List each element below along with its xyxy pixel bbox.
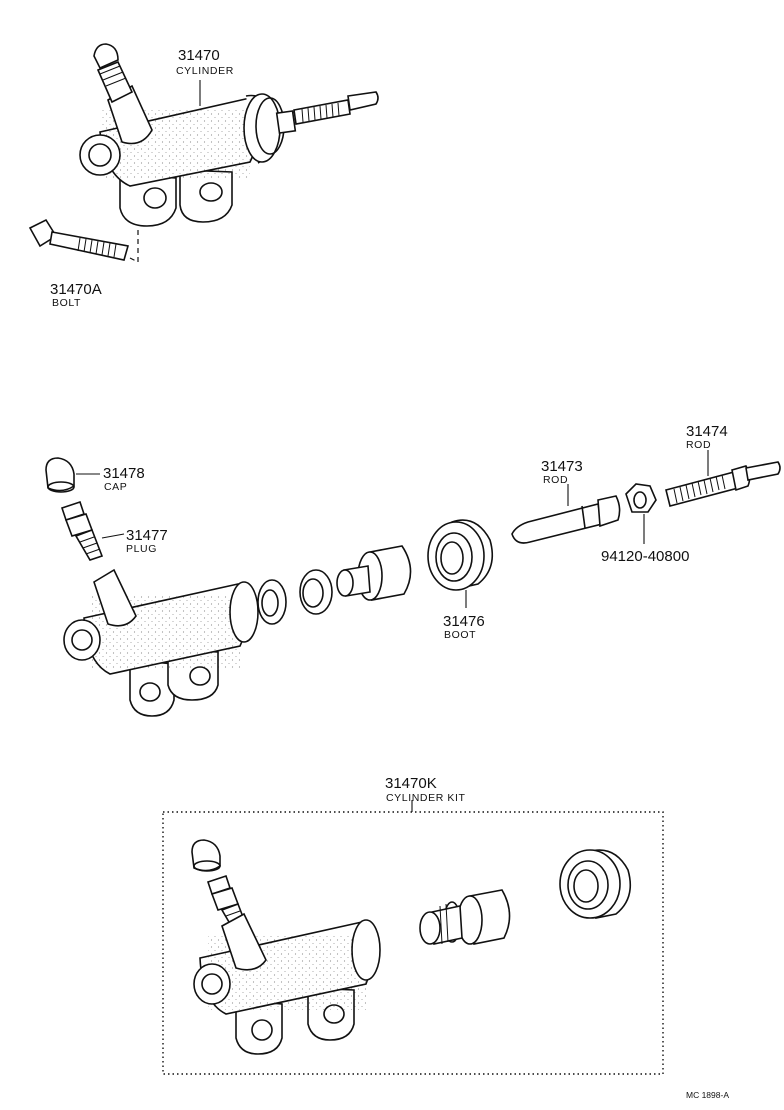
plug-number: 31477 bbox=[126, 527, 168, 544]
kit-boot bbox=[559, 849, 632, 919]
fluid-port bbox=[79, 134, 121, 176]
mounting-ear-front bbox=[129, 659, 175, 717]
bolt-name: BOLT bbox=[52, 297, 81, 309]
rod-name: ROD bbox=[686, 439, 711, 451]
bleeder-boss bbox=[93, 568, 137, 627]
ear-hole bbox=[199, 182, 223, 202]
kit-number: 31470K bbox=[385, 775, 437, 792]
bolt-dash-guide bbox=[129, 226, 139, 263]
push-rod-end bbox=[347, 91, 379, 111]
mounting-ear-front bbox=[235, 999, 283, 1055]
cylinder-number: 31470 bbox=[178, 47, 220, 64]
bolt-number: 31470A bbox=[50, 281, 102, 298]
boot-name: BOOT bbox=[444, 629, 476, 641]
boot-number: 31476 bbox=[443, 613, 485, 630]
kit-piston bbox=[419, 889, 511, 945]
boot-part bbox=[427, 519, 494, 591]
bleeder-boss bbox=[107, 84, 153, 145]
cap-part bbox=[45, 457, 75, 492]
ear-hole bbox=[143, 187, 167, 209]
plug-part bbox=[60, 500, 104, 561]
piston-seal bbox=[299, 569, 333, 615]
rod-small-part bbox=[511, 495, 621, 544]
rod-number: 31474 bbox=[686, 423, 728, 440]
rod-small-number: 31473 bbox=[541, 458, 583, 475]
cap-number: 31478 bbox=[103, 465, 145, 482]
plug-name: PLUG bbox=[126, 543, 157, 555]
rod-part bbox=[665, 461, 781, 507]
kit-name: CYLINDER KIT bbox=[386, 792, 466, 804]
cylinder-name: CYLINDER bbox=[176, 65, 234, 77]
nut-number: 94120-40800 bbox=[601, 548, 689, 565]
bleeder-cap bbox=[93, 43, 119, 70]
mounting-ear-rear bbox=[179, 169, 233, 223]
mounting-ear-front bbox=[119, 174, 177, 227]
bleeder-boss bbox=[221, 912, 267, 971]
body-flange bbox=[351, 919, 381, 981]
push-rod-thread bbox=[293, 99, 351, 125]
fluid-port bbox=[193, 963, 231, 1005]
rod-small-name: ROD bbox=[543, 474, 568, 486]
kit-cap bbox=[191, 839, 221, 872]
piston bbox=[336, 545, 412, 601]
cylinder-kit bbox=[162, 800, 664, 1075]
nut-part bbox=[625, 483, 657, 513]
cap-name: CAP bbox=[104, 481, 127, 493]
bolt bbox=[28, 218, 130, 261]
kit-boundary bbox=[162, 811, 664, 1075]
assembled-cylinder bbox=[28, 43, 379, 263]
figure-code: MC 1898-A bbox=[686, 1090, 729, 1100]
exploded-view bbox=[45, 450, 781, 717]
fluid-port bbox=[63, 619, 101, 661]
body-flange bbox=[229, 581, 259, 643]
rod-nut bbox=[275, 110, 297, 134]
